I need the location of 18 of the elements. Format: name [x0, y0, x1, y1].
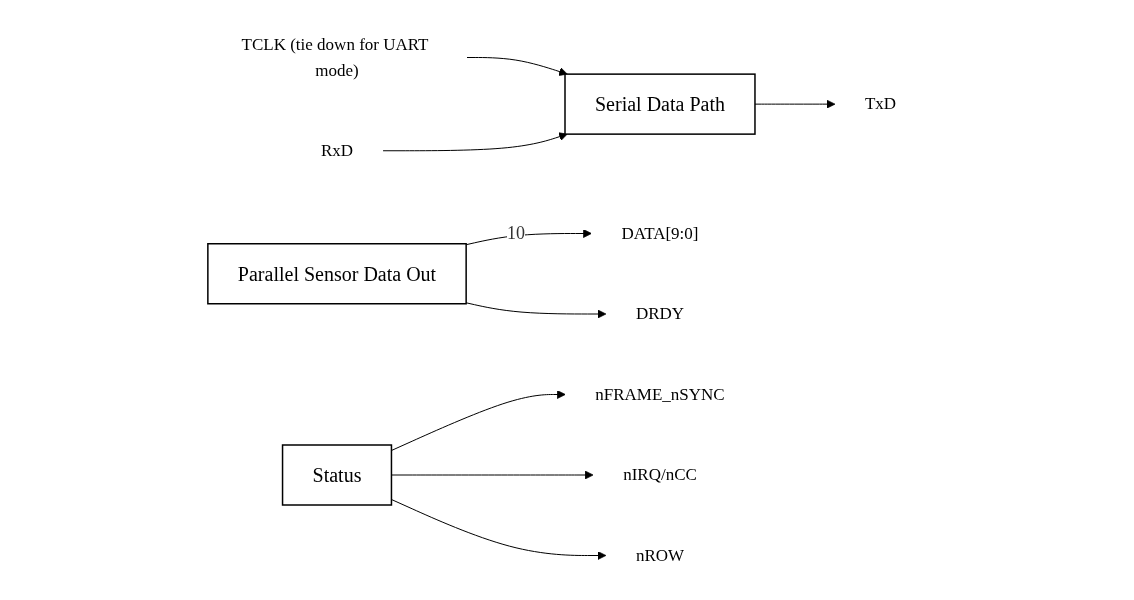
arrow [391, 470, 594, 480]
arrow [391, 498, 607, 560]
node-text: nROW [636, 545, 685, 565]
node-text: DATA[9:0] [621, 223, 699, 243]
node-text: RxD [321, 140, 354, 160]
arrow [383, 132, 569, 152]
edge-label: 10 [507, 222, 526, 243]
node-box: Serial Data Path [564, 73, 757, 135]
arrow [466, 56, 569, 76]
node-box: Status [282, 444, 393, 506]
arrow [466, 302, 607, 319]
arrow [391, 390, 567, 451]
node-text: TCLK (tie down for UART mode) [242, 34, 429, 80]
node-box: Parallel Sensor Data Out [207, 242, 468, 305]
node-text: nIRQ/nCC [623, 465, 698, 485]
node-text: nFRAME_nSYNC [595, 384, 726, 404]
node-text: DRDY [636, 304, 685, 324]
node-text: TxD [865, 94, 897, 114]
